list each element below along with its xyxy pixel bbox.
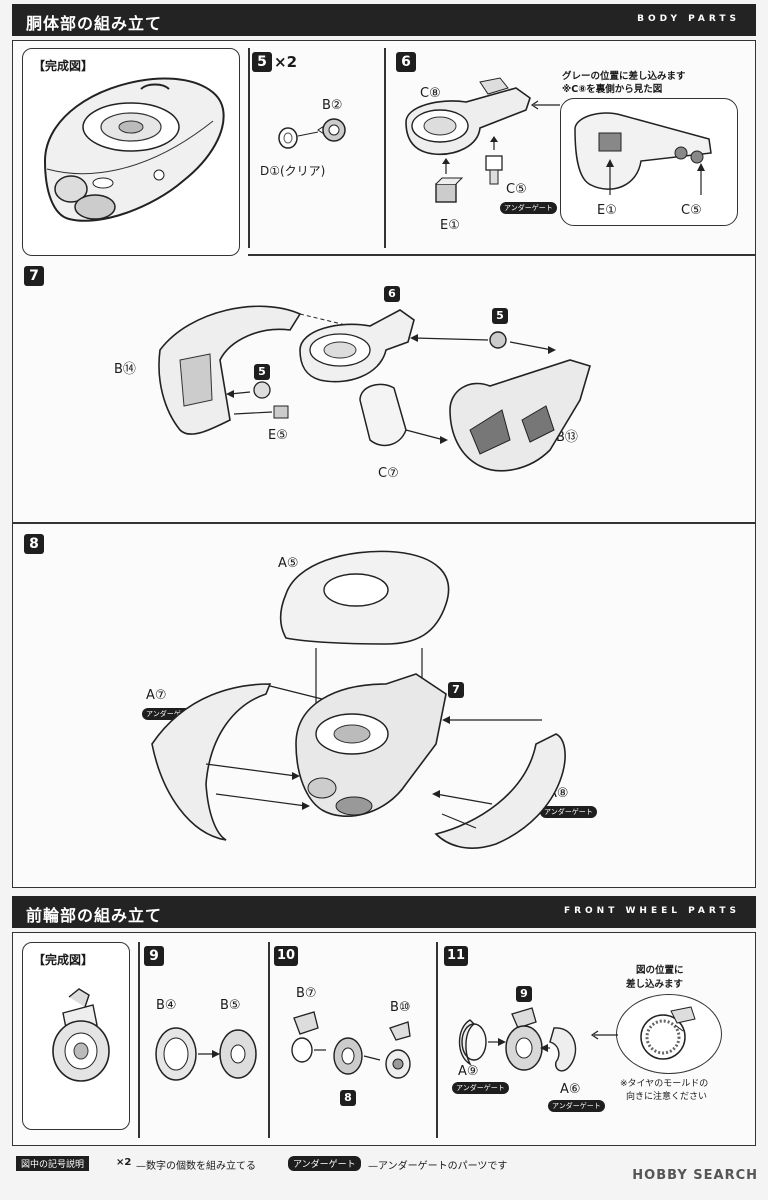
divider xyxy=(248,48,250,248)
legend-gate-desc: —アンダーゲートのパーツです xyxy=(368,1161,508,1172)
under-gate-tag-a8: アンダーゲート xyxy=(540,806,597,818)
body-section-title: 胴体部の組み立て xyxy=(26,14,163,33)
step-5-parts xyxy=(278,118,346,149)
part-label-d1: D①(クリア) xyxy=(260,164,326,178)
legend-mult-desc: —数字の個数を組み立てる xyxy=(136,1161,256,1172)
under-gate-tag-a6: アンダーゲート xyxy=(548,1100,605,1112)
completed-label-front: 【完成図】 xyxy=(33,953,94,967)
step-6-note-line2: ※C⑧を裏側から見た図 xyxy=(562,84,663,95)
step-5-multiplier: ×2 xyxy=(274,53,298,71)
part-label-a7: A⑦ xyxy=(146,688,167,703)
step-7-badge: 7 xyxy=(24,266,44,286)
body-section-header: 胴体部の組み立て BODY PARTS xyxy=(12,4,756,36)
part-label-b10: B⑩ xyxy=(390,1000,411,1015)
completed-view-body: 【完成図】 xyxy=(22,48,240,256)
step-6-detail-illustration xyxy=(574,112,712,195)
divider xyxy=(12,522,756,524)
part-label-c8: C⑧ xyxy=(420,86,441,101)
step-7-assembly-illustration xyxy=(158,305,591,472)
divider xyxy=(138,942,140,1138)
watermark: HOBBY SEARCH xyxy=(632,1168,758,1183)
step-11-note-line1: 図の位置に xyxy=(636,965,684,976)
detail-pointer-arrow-front xyxy=(590,1030,618,1040)
divider xyxy=(248,254,756,256)
divider xyxy=(384,48,386,248)
divider xyxy=(268,942,270,1138)
detail-label-c5: C⑤ xyxy=(681,203,702,218)
step-8-badge: 8 xyxy=(24,534,44,554)
front-section-title-en: FRONT WHEEL PARTS xyxy=(563,906,740,916)
step-9-parts xyxy=(155,1027,257,1081)
symbol-legend: 図中の記号説明 ×2 —数字の個数を組み立てる アンダーゲート —アンダーゲート… xyxy=(12,1154,572,1174)
step-11-detail-illustration xyxy=(640,1006,696,1060)
front-completed-illustration xyxy=(52,988,110,1082)
part-label-a9: A⑨ xyxy=(458,1064,479,1079)
part-label-b7: B⑦ xyxy=(296,986,317,1001)
step-6-assembly-illustration xyxy=(405,77,531,203)
part-label-e1: E① xyxy=(440,218,460,233)
step-6-note-line1: グレーの位置に差し込みます xyxy=(562,71,686,82)
part-label-a5: A⑤ xyxy=(278,556,299,571)
step-8-assembly-illustration xyxy=(151,550,566,849)
step-10-badge: 10 xyxy=(274,946,298,966)
part-label-b2: B② xyxy=(322,98,343,113)
step-11-ref-9: 9 xyxy=(516,986,532,1002)
step-10-ref-8: 8 xyxy=(340,1090,356,1106)
step-5-badge: 5 xyxy=(252,52,272,72)
front-section-title: 前輪部の組み立て xyxy=(26,906,163,925)
front-section-header: 前輪部の組み立て FRONT WHEEL PARTS xyxy=(12,896,756,928)
divider xyxy=(436,942,438,1138)
legend-mult-symbol: ×2 xyxy=(116,1157,132,1168)
part-label-c5: C⑤ xyxy=(506,182,527,197)
part-label-b13: B⑬ xyxy=(556,430,578,445)
step-7-ref-5a: 5 xyxy=(492,308,508,324)
body-section-title-en: BODY PARTS xyxy=(637,14,740,24)
step-10-parts xyxy=(291,1011,411,1079)
part-label-b14: B⑭ xyxy=(114,362,136,377)
under-gate-tag-c5: アンダーゲート xyxy=(500,202,557,214)
step-11-detail-bubble xyxy=(616,994,722,1074)
under-gate-tag-a9: アンダーゲート xyxy=(452,1082,509,1094)
step-8-ref-7: 7 xyxy=(448,682,464,698)
legend-gate-tag: アンダーゲート xyxy=(288,1156,361,1171)
detail-label-e1: E① xyxy=(597,203,617,218)
step-11-badge: 11 xyxy=(444,946,468,966)
detail-pointer-arrow xyxy=(530,100,560,110)
part-label-e5: E⑤ xyxy=(268,428,288,443)
step-11-note2-line2: 向きに注意ください xyxy=(626,1092,708,1102)
completed-label: 【完成図】 xyxy=(33,59,94,73)
step-9-badge: 9 xyxy=(144,946,164,966)
step-7-ref-5b: 5 xyxy=(254,364,270,380)
step-6-badge: 6 xyxy=(396,52,416,72)
part-label-b5: B⑤ xyxy=(220,998,241,1013)
legend-title: 図中の記号説明 xyxy=(16,1156,90,1171)
part-label-a6: A⑥ xyxy=(560,1082,581,1097)
step-11-note2-line1: ※タイヤのモールドの xyxy=(620,1079,709,1089)
step-6-detail-bubble: E① C⑤ xyxy=(560,98,738,226)
step-11-note-line2: 差し込みます xyxy=(626,979,684,990)
body-completed-illustration xyxy=(43,77,225,222)
part-label-b4: B④ xyxy=(156,998,177,1013)
completed-view-front: 【完成図】 xyxy=(22,942,130,1130)
step-7-ref-6: 6 xyxy=(384,286,400,302)
step-11-parts xyxy=(458,1007,577,1072)
part-label-c7: C⑦ xyxy=(378,466,399,481)
